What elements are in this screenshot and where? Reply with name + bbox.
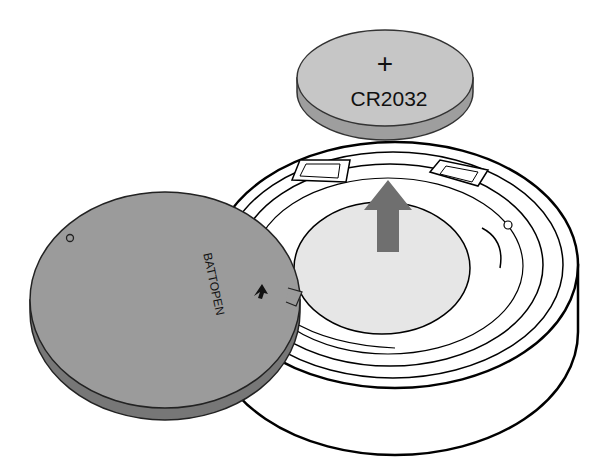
coin-cell bbox=[297, 30, 473, 126]
lid-hole bbox=[67, 235, 74, 242]
housing-detail bbox=[482, 228, 501, 268]
open-arrow-icon bbox=[254, 284, 268, 299]
battery-clip bbox=[292, 160, 350, 182]
housing-hole bbox=[504, 221, 512, 229]
battery-lid bbox=[30, 192, 300, 408]
battery-marking: + bbox=[377, 50, 393, 78]
battery-clip bbox=[300, 164, 340, 178]
battery-marking: CR2032 bbox=[350, 88, 427, 109]
lid-tab bbox=[286, 288, 302, 306]
lift-arrow bbox=[364, 180, 412, 252]
battery-clip bbox=[430, 160, 488, 186]
battery-clip bbox=[440, 166, 478, 182]
